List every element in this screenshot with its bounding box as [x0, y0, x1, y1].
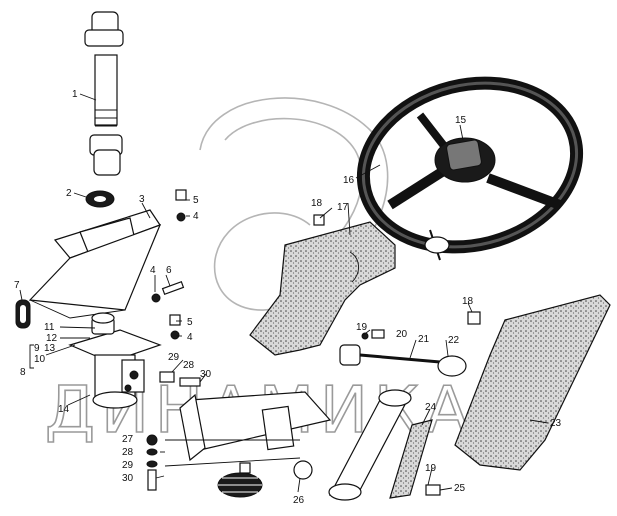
callout-28: 28: [122, 447, 134, 458]
callout-16: 16: [343, 175, 355, 186]
callout-24: 24: [425, 402, 437, 413]
callout-4: 4: [187, 332, 193, 343]
callout-11: 11: [44, 322, 55, 333]
column-tube: [328, 389, 412, 501]
steering-control-unit: [68, 312, 162, 409]
callout-2: 2: [66, 188, 72, 199]
callout-1: 1: [72, 89, 78, 100]
callout-19: 19: [425, 463, 437, 474]
bolt-set-upper: [151, 189, 187, 340]
callout-14: 14: [58, 404, 70, 415]
callout-5: 5: [193, 195, 199, 206]
steering-shaft-ujoint: [84, 11, 124, 176]
callout-22: 22: [448, 335, 460, 346]
callout-28: 28: [183, 360, 195, 371]
bolt-18-upper: [313, 214, 325, 226]
callout-19: 19: [356, 322, 368, 333]
callout-13: 13: [44, 343, 56, 354]
callout-3: 3: [139, 194, 145, 205]
lower-shroud: [454, 294, 611, 471]
callout-4: 4: [193, 211, 199, 222]
callout-8: 8: [20, 367, 26, 378]
callout-21: 21: [418, 334, 430, 345]
tilt-lever: [339, 329, 467, 377]
callout-18: 18: [311, 198, 323, 209]
callout-30: 30: [122, 473, 134, 484]
callout-15: 15: [455, 115, 467, 126]
mounting-bracket: [179, 391, 332, 498]
callout-10: 10: [34, 354, 46, 365]
callout-labels: 1 2 3 5 4 7 4 6 11 12 9 13 10 8 5 4 29 2…: [14, 89, 562, 506]
callout-25: 25: [454, 483, 466, 494]
bolt-18-right: [467, 311, 481, 325]
callout-7: 7: [14, 280, 20, 291]
callout-18: 18: [462, 296, 474, 307]
callout-29: 29: [122, 460, 134, 471]
bolt-25: [425, 484, 441, 496]
callout-23: 23: [550, 418, 562, 429]
callout-5: 5: [187, 317, 193, 328]
callout-17: 17: [337, 202, 349, 213]
dust-cover-boot: [28, 209, 162, 319]
group-bracket-8: [29, 344, 34, 369]
callout-30: 30: [200, 369, 212, 380]
leader-lines: [19, 93, 549, 493]
callout-4: 4: [150, 265, 156, 276]
callout-29: 29: [168, 352, 180, 363]
callout-6: 6: [166, 265, 172, 276]
column-shroud: [249, 221, 396, 356]
callout-12: 12: [46, 333, 58, 344]
callout-9: 9: [34, 343, 40, 354]
bracket-plate: [389, 419, 433, 499]
callout-27: 27: [122, 434, 134, 445]
steering-wheel: [356, 76, 584, 261]
callout-20: 20: [396, 329, 408, 340]
callout-26: 26: [293, 495, 305, 506]
